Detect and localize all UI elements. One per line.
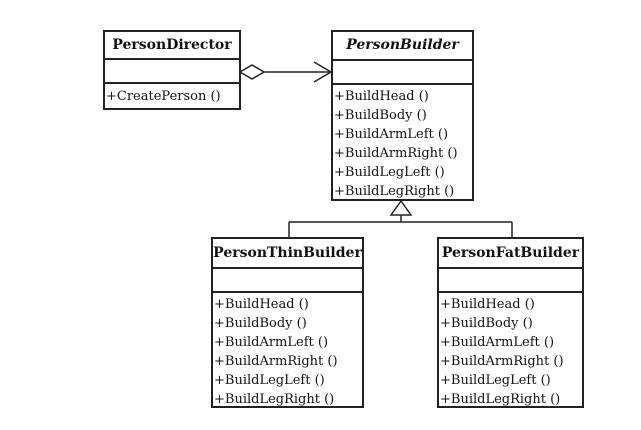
operation: +BuildHead () — [334, 89, 429, 104]
class-attributes — [213, 269, 362, 293]
class-attributes — [333, 61, 472, 85]
operation: +BuildLegLeft () — [334, 165, 445, 180]
aggregation-diamond — [238, 64, 266, 80]
aggregation-connector — [238, 61, 333, 83]
operation: +BuildHead () — [214, 297, 309, 312]
class-operations: +CreatePerson () — [105, 84, 239, 106]
class-name: PersonDirector — [105, 32, 239, 60]
class-person-fat-builder: PersonFatBuilder +BuildHead () +BuildBod… — [437, 237, 584, 408]
class-name: PersonThinBuilder — [213, 239, 362, 269]
class-attributes — [439, 269, 582, 293]
operation: +BuildLegRight () — [440, 392, 561, 407]
operation: +BuildHead () — [440, 297, 535, 312]
class-operations: +BuildHead () +BuildBody () +BuildArmLef… — [333, 85, 472, 201]
operation: +BuildArmLeft () — [334, 127, 449, 142]
operation: +BuildLegLeft () — [440, 373, 551, 388]
class-name: PersonBuilder — [333, 32, 472, 61]
class-person-director: PersonDirector +CreatePerson () — [103, 30, 241, 110]
generalization-connector — [288, 199, 513, 237]
operation: +BuildArmLeft () — [214, 335, 329, 350]
operation: +BuildArmLeft () — [440, 335, 555, 350]
class-name: PersonFatBuilder — [439, 239, 582, 269]
inheritance-triangle — [389, 199, 413, 216]
operation: +BuildArmRight () — [214, 354, 338, 369]
operation: +BuildBody () — [440, 316, 533, 331]
operation: +BuildLegRight () — [334, 184, 455, 199]
class-operations: +BuildHead () +BuildBody () +BuildArmLef… — [213, 293, 362, 409]
operation: +BuildBody () — [334, 108, 427, 123]
class-person-builder: PersonBuilder +BuildHead () +BuildBody (… — [331, 30, 474, 201]
class-person-thin-builder: PersonThinBuilder +BuildHead () +BuildBo… — [211, 237, 364, 408]
operation: +BuildArmRight () — [440, 354, 564, 369]
operation: +BuildBody () — [214, 316, 307, 331]
operation: +CreatePerson () — [106, 89, 221, 104]
class-operations: +BuildHead () +BuildBody () +BuildArmLef… — [439, 293, 582, 409]
class-attributes — [105, 60, 239, 84]
operation: +BuildArmRight () — [334, 146, 458, 161]
operation: +BuildLegRight () — [214, 392, 335, 407]
operation: +BuildLegLeft () — [214, 373, 325, 388]
